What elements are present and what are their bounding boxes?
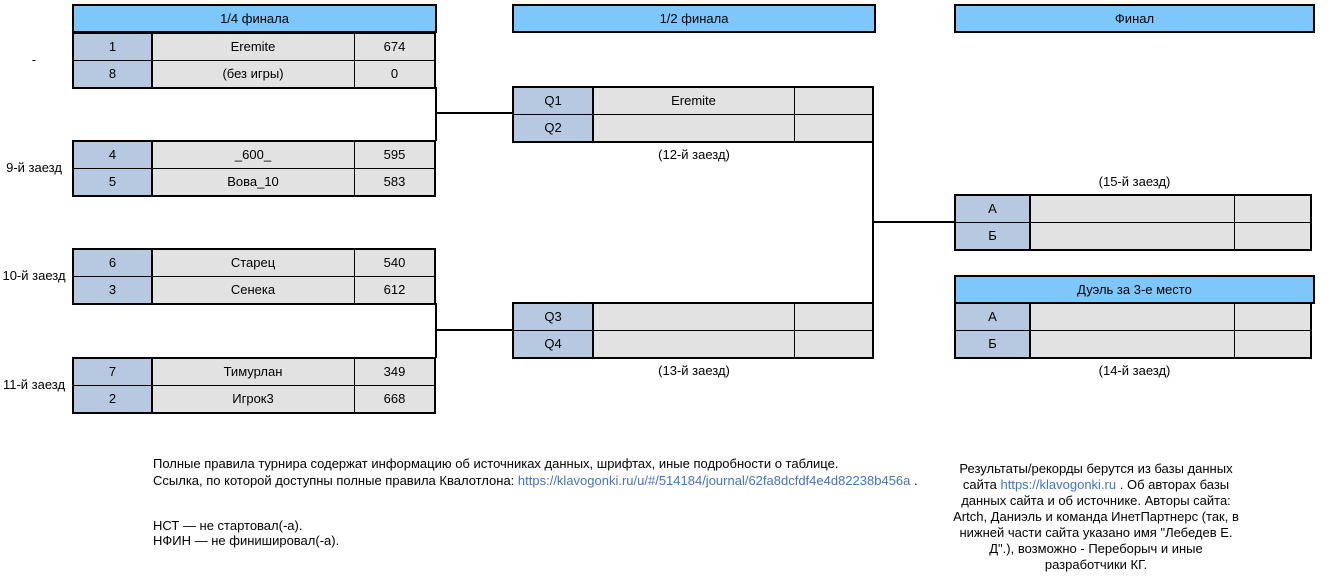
player-cell: [1030, 331, 1234, 357]
semifinals-header: 1/2 финала: [512, 4, 876, 33]
player-cell: Сенека: [152, 277, 354, 303]
final-title: Финал: [1114, 11, 1155, 26]
seed-cell: А: [956, 196, 1029, 222]
score-cell: [1235, 223, 1310, 249]
qf-pair-1: 1 Eremite 674 8 (без игры) 0: [72, 32, 436, 89]
legend-nfin: НФИН — не финишировал(-а).: [153, 533, 340, 548]
player-cell: Eremite: [593, 88, 794, 114]
final-race-caption: (15-й заезд): [1098, 174, 1171, 189]
seed-cell: 6: [74, 250, 151, 276]
seed-cell: 4: [74, 142, 151, 168]
seed-cell: Q4: [514, 331, 592, 357]
third-place-race-caption: (14-й заезд): [1098, 363, 1171, 378]
score-cell: [795, 331, 872, 357]
third-place-title: Дуэль за 3-е место: [1077, 282, 1192, 297]
connector-line: [435, 87, 437, 141]
seed-cell: Q3: [514, 304, 592, 330]
seed-cell: Q1: [514, 88, 592, 114]
qf-pair-4: 7 Тимурлан 349 2 Игрок3 668: [72, 357, 436, 414]
player-cell: [1030, 223, 1234, 249]
third-place-match: А Б: [954, 302, 1312, 359]
connector-line: [872, 221, 956, 223]
player-cell: [593, 304, 794, 330]
score-cell: 349: [355, 359, 434, 385]
score-cell: 583: [355, 169, 434, 195]
score-cell: 540: [355, 250, 434, 276]
qf-pair-2: 4 _600_ 595 5 Вова_10 583: [72, 140, 436, 197]
race-label-pair3: 10-й заезд: [2, 268, 66, 283]
seed-cell: 2: [74, 386, 151, 412]
player-cell: (без игры): [152, 61, 354, 87]
score-cell: [795, 304, 872, 330]
connector-line: [435, 112, 514, 114]
score-cell: [795, 115, 872, 141]
seed-cell: 1: [74, 34, 151, 60]
seed-cell: А: [956, 304, 1029, 330]
score-cell: 674: [355, 34, 434, 60]
connector-line: [435, 329, 514, 331]
rules-link-prefix: Ссылка, по которой доступны полные прави…: [153, 473, 518, 488]
player-cell: [593, 115, 794, 141]
final-match: А Б: [954, 194, 1312, 251]
score-cell: [795, 88, 872, 114]
score-cell: 0: [355, 61, 434, 87]
qf-pair-3: 6 Старец 540 3 Сенека 612: [72, 248, 436, 305]
player-cell: Тимурлан: [152, 359, 354, 385]
rules-note-line2: Ссылка, по которой доступны полные прави…: [153, 472, 918, 489]
seed-cell: 7: [74, 359, 151, 385]
score-cell: [1235, 196, 1310, 222]
sf-match-2: Q3 Q4: [512, 302, 874, 359]
race-label-pair1: -: [31, 52, 37, 67]
player-cell: Eremite: [152, 34, 354, 60]
player-cell: _600_: [152, 142, 354, 168]
seed-cell: 5: [74, 169, 151, 195]
klavogonki-link[interactable]: https://klavogonki.ru: [1000, 477, 1117, 492]
source-text-part2: . Об авторах базы данных сайта и об исто…: [953, 477, 1239, 572]
player-cell: Старец: [152, 250, 354, 276]
sf1-race-caption: (12-й заезд): [658, 147, 730, 162]
score-cell: 595: [355, 142, 434, 168]
semifinals-title: 1/2 финала: [659, 11, 729, 26]
seed-cell: 3: [74, 277, 151, 303]
data-source-note: Результаты/рекорды берутся из базы данны…: [950, 461, 1242, 573]
player-cell: [1030, 304, 1234, 330]
seed-cell: 8: [74, 61, 151, 87]
final-header: Финал: [954, 4, 1315, 33]
seed-cell: Q2: [514, 115, 592, 141]
source-text-part1: Результаты/рекорды берутся из базы данны…: [959, 461, 1233, 492]
rules-link[interactable]: https://klavogonki.ru/u/#/514184/journal…: [517, 473, 911, 488]
score-cell: [1235, 331, 1310, 357]
score-cell: 668: [355, 386, 434, 412]
sf-match-1: Q1 Eremite Q2: [512, 86, 874, 143]
player-cell: [1030, 196, 1234, 222]
player-cell: Вова_10: [152, 169, 354, 195]
legend-nst: НСТ — не стартовал(-а).: [153, 518, 303, 533]
score-cell: 612: [355, 277, 434, 303]
quarterfinals-header: 1/4 финала: [72, 4, 437, 33]
race-label-pair2: 9-й заезд: [6, 160, 62, 175]
player-cell: [593, 331, 794, 357]
quarterfinals-title: 1/4 финала: [220, 11, 289, 26]
sf2-race-caption: (13-й заезд): [658, 363, 730, 378]
seed-cell: Б: [956, 223, 1029, 249]
third-place-header: Дуэль за 3-е место: [954, 275, 1315, 304]
score-cell: [1235, 304, 1310, 330]
seed-cell: Б: [956, 331, 1029, 357]
race-label-pair4: 11-й заезд: [2, 377, 66, 392]
rules-link-suffix: .: [910, 473, 918, 488]
player-cell: Игрок3: [152, 386, 354, 412]
rules-note-line1: Полные правила турнира содержат информац…: [153, 456, 839, 471]
